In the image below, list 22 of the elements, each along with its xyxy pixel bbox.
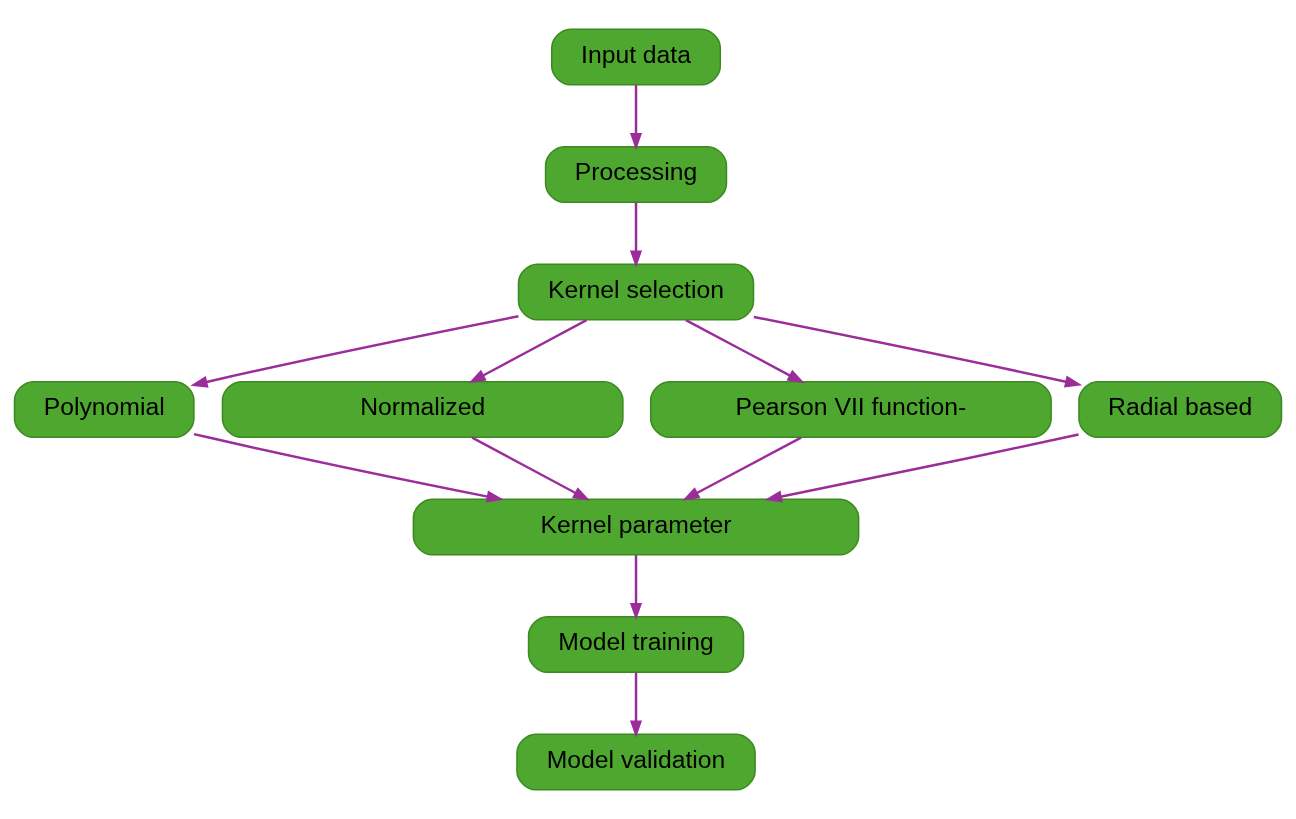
node-box: Processing: [544, 145, 728, 204]
arrow: [753, 315, 1083, 388]
node-box: Normalized: [221, 380, 624, 439]
arrow: [682, 436, 802, 501]
node-box: Model validation: [516, 733, 756, 791]
arrow: [629, 672, 643, 738]
arrow: [764, 433, 1079, 503]
arrow: [629, 85, 643, 151]
arrow: [193, 432, 504, 503]
arrow: [685, 319, 805, 384]
node-box: Kernel selection: [517, 263, 755, 321]
node-box: Pearson VII function-: [649, 380, 1052, 439]
arrow: [629, 202, 643, 268]
node-box: Kernel parameter: [412, 498, 860, 556]
node-box: Radial based: [1078, 380, 1283, 439]
arrow: [468, 319, 588, 384]
node-box: Input data: [551, 28, 722, 86]
node-box: Model training: [527, 615, 745, 674]
arrow: [190, 315, 519, 388]
node-box: Polynomial: [13, 380, 195, 439]
arrow: [629, 555, 643, 621]
arrow: [471, 436, 591, 501]
